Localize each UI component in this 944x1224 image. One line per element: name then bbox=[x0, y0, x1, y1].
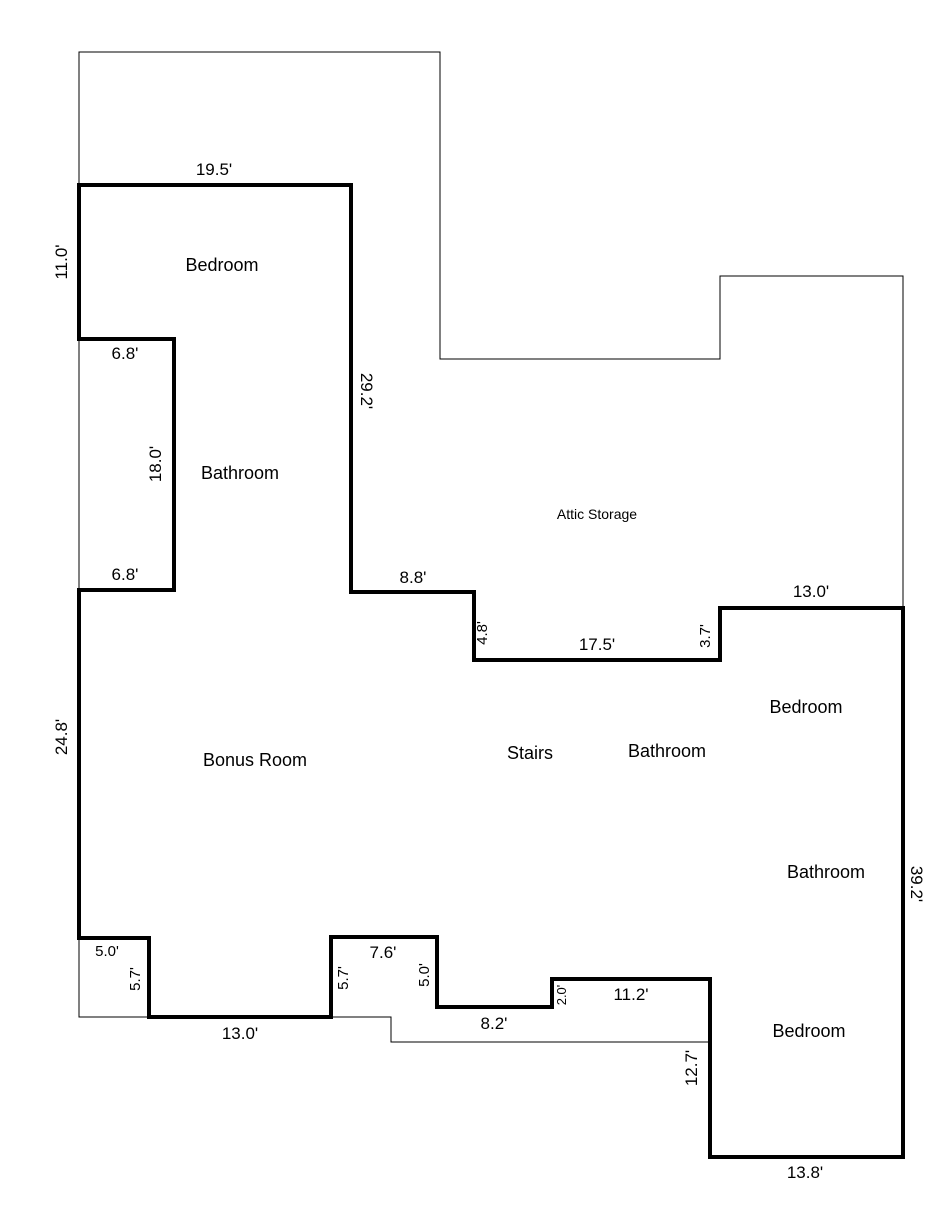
room-label-bedroom-right: Bedroom bbox=[769, 697, 842, 717]
room-label-bedroom-top-left: Bedroom bbox=[185, 255, 258, 275]
room-label-bedroom-bottom-right: Bedroom bbox=[772, 1021, 845, 1041]
room-label-attic-storage: Attic Storage bbox=[557, 506, 637, 522]
room-label-bathroom-left: Bathroom bbox=[201, 463, 279, 483]
room-label-bathroom-right: Bathroom bbox=[787, 862, 865, 882]
dim-bedroom-left-side: 12.7' bbox=[682, 1050, 701, 1086]
dim-left-lower: 24.8' bbox=[52, 719, 71, 755]
dim-notch-left-w: 5.0' bbox=[95, 943, 119, 960]
dim-bottom-mid: 8.2' bbox=[481, 1014, 508, 1033]
living-space-outline bbox=[77, 183, 905, 1159]
dim-step-d: 3.7' bbox=[697, 624, 714, 648]
dim-bottom-right-top: 11.2' bbox=[613, 985, 648, 1004]
dim-bath-height: 18.0' bbox=[146, 446, 165, 482]
dim-notch-left-h: 5.7' bbox=[127, 967, 144, 991]
dim-small-step: 2.0' bbox=[554, 985, 569, 1006]
dim-top-width: 19.5' bbox=[196, 160, 232, 179]
room-label-bonus-room: Bonus Room bbox=[203, 750, 307, 770]
dim-right-side: 39.2' bbox=[907, 866, 926, 902]
dim-bath-top: 6.8' bbox=[112, 344, 139, 363]
dim-center-vertical: 29.2' bbox=[357, 373, 376, 409]
bottom-mid-thin-outline bbox=[331, 1016, 710, 1043]
room-label-stairs: Stairs bbox=[507, 743, 553, 763]
dim-bath-bottom: 6.8' bbox=[112, 565, 139, 584]
attic-outline bbox=[78, 51, 904, 608]
bottom-left-thin-outline bbox=[78, 938, 149, 1018]
dim-notch-mid-w: 7.6' bbox=[370, 943, 397, 962]
dim-left-upper: 11.0' bbox=[52, 244, 71, 279]
dim-step-c: 17.5' bbox=[579, 635, 615, 654]
dim-bottom-left: 13.0' bbox=[222, 1024, 258, 1043]
dim-bottom-right: 13.8' bbox=[787, 1163, 823, 1182]
dim-notch-mid-h: 5.7' bbox=[335, 966, 352, 990]
dim-right-top: 13.0' bbox=[793, 582, 829, 601]
room-label-bathroom-center: Bathroom bbox=[628, 741, 706, 761]
dim-step-a: 8.8' bbox=[400, 568, 427, 587]
dim-step-b: 4.8' bbox=[474, 621, 491, 645]
dim-notch-mid-drop: 5.0' bbox=[416, 963, 433, 987]
